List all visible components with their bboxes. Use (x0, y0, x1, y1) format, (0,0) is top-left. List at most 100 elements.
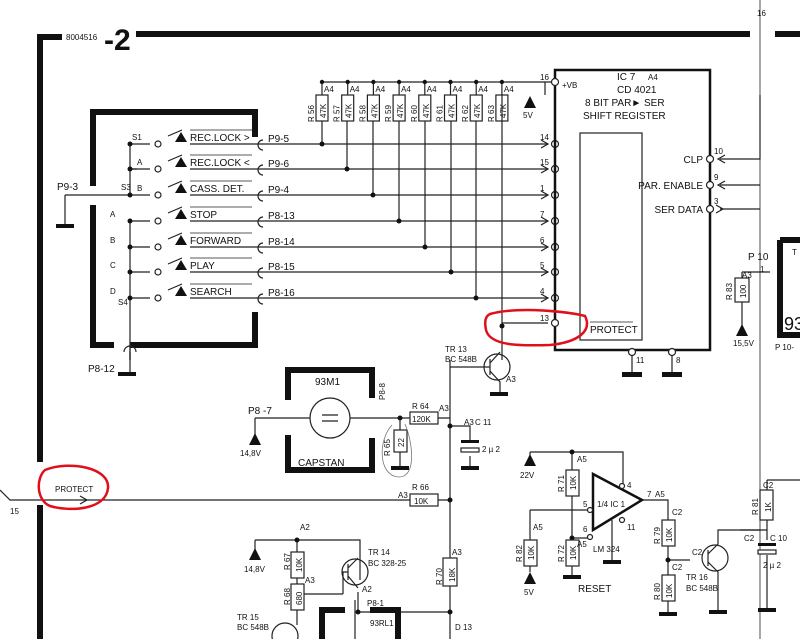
r67-value: 10K (295, 557, 304, 572)
r68-value: 680 (295, 591, 304, 605)
r68-grid: A3 (305, 576, 315, 585)
resistor-name: R 63 (487, 105, 496, 122)
switch-actuator-icon (175, 286, 187, 296)
tr14-supply: 14,8V (244, 565, 266, 574)
tr14-part: BC 328-25 (368, 559, 407, 568)
r70-name: R 70 (435, 568, 444, 585)
resistor-name: R 60 (410, 105, 419, 122)
r82-name: R 82 (515, 545, 524, 562)
c10-value: 2 µ 2 (763, 561, 782, 570)
tr16 (701, 544, 729, 572)
protect-net (501, 95, 548, 360)
opamp-pin6: 6 (583, 525, 588, 534)
ic7-pin-number: 7 (540, 210, 545, 219)
relay-conn: P8-1 (367, 599, 384, 608)
ic7-pin-13: 13 (540, 314, 549, 323)
r66 (409, 493, 439, 507)
r66-value: 10K (414, 497, 429, 506)
r72-value: 10K (569, 545, 578, 560)
switch-id: C (110, 261, 116, 270)
switch-function-label: FORWARD (190, 236, 241, 247)
r83-name: R 83 (725, 283, 734, 300)
switch-id: A (110, 210, 116, 219)
r64-grid: A3 (439, 404, 449, 413)
opamp-pin4: 4 (627, 481, 632, 490)
tr15-part: BC 548B (237, 623, 269, 632)
resistor-grid: A4 (350, 85, 360, 94)
r68 (290, 583, 305, 611)
switch-id: B (137, 184, 142, 193)
protect-arrow-icon (79, 495, 89, 505)
switch-contact (154, 217, 162, 225)
opamp-pin7: 7 (647, 490, 652, 499)
arrow-icon (540, 242, 550, 252)
switch-actuator-icon (175, 209, 187, 219)
switch-contact (154, 140, 162, 148)
relay-id: 93RL1 (370, 619, 394, 628)
tr16-name: TR 16 (686, 573, 708, 582)
ic7-pin-number: 14 (540, 133, 549, 142)
capstan-conn-right: P8-8 (378, 383, 387, 400)
r81 (759, 489, 774, 521)
connector-icon (257, 139, 264, 151)
arrow-icon (540, 164, 550, 174)
switch-contact (154, 165, 162, 173)
s3-label: S3 (121, 183, 131, 192)
r66-name: R 66 (412, 483, 429, 492)
c10-grid: C2 (744, 534, 755, 543)
c11-value: 2 µ 2 (482, 445, 501, 454)
r67-name: R 67 (283, 553, 292, 570)
resistor-name: R 56 (307, 105, 316, 122)
vb-pin-number: 16 (540, 73, 549, 82)
switch-function-label: STOP (190, 210, 217, 221)
capstan-supply: 14,8V (240, 449, 262, 458)
r72-name: R 72 (557, 545, 566, 562)
r80-grid: C2 (672, 563, 683, 572)
resistor-grid: A4 (504, 85, 514, 94)
resistor-value: 47K (499, 103, 508, 118)
switch-panel-box (90, 109, 258, 348)
r79-name: R 79 (653, 527, 662, 544)
opamp-out-grid: A5 (655, 490, 665, 499)
switch-function-label: PLAY (190, 261, 215, 272)
connector-label: P8-13 (268, 211, 295, 222)
ic7-pin-8: 8 (676, 356, 681, 365)
ic7-desc2: SHIFT REGISTER (583, 111, 666, 122)
c11-grid: A3 (464, 418, 474, 427)
control-wires (720, 184, 760, 210)
r81-grid: C2 (763, 481, 774, 490)
switch-id: D (110, 287, 116, 296)
r72-grid: A5 (577, 540, 587, 549)
resistor-name: R 62 (461, 105, 470, 122)
tr16-part: BC 548B (686, 584, 718, 593)
connector-icon (257, 190, 264, 202)
reset-supply-top: 22V (520, 471, 535, 480)
protect-input-label: PROTECT (55, 485, 93, 494)
resistor-grid: A4 (324, 85, 334, 94)
pin-label: CLP (684, 155, 704, 166)
resistor-grid: A4 (478, 85, 488, 94)
r67-grid: A2 (300, 523, 310, 532)
connector-label: P8-15 (268, 262, 295, 273)
connector-icon (257, 242, 264, 254)
supply-148v-icon (249, 433, 261, 445)
tr13-grid: A3 (506, 375, 516, 384)
connector-label: P9-5 (268, 134, 290, 145)
pin-label: PAR. ENABLE (638, 181, 703, 192)
resistor-value: 47K (345, 103, 354, 118)
ic7-pin-16 (550, 77, 560, 87)
r64 (409, 411, 439, 425)
switch-function-label: REC.LOCK > (190, 133, 250, 144)
tr15 (271, 622, 299, 639)
ic7-bottom-pins (622, 347, 682, 377)
p10-pin: 1 (760, 265, 765, 274)
resistor-value: 47K (422, 103, 431, 118)
tr15-name: TR 15 (237, 613, 259, 622)
ic7-pin-number: 1 (540, 184, 545, 193)
